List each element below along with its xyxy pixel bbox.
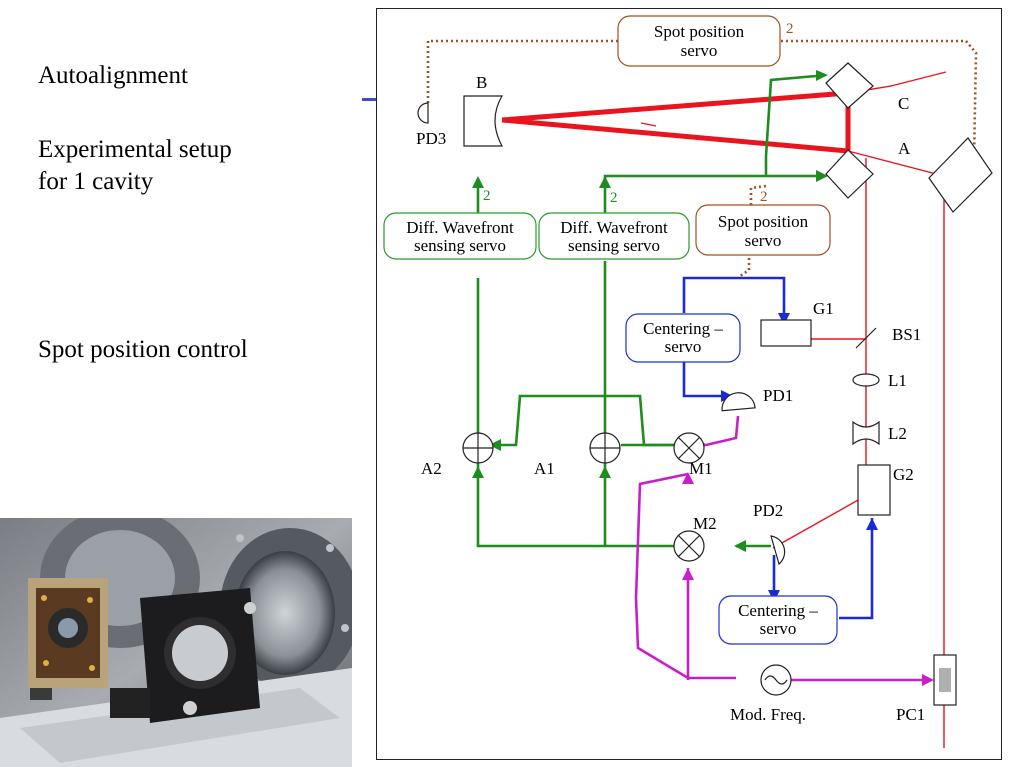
sum-A2 (462, 432, 494, 464)
mirror-C (825, 62, 874, 109)
centering-servo-2-box (718, 595, 838, 645)
mixer-M2 (673, 530, 705, 562)
mirror-right (928, 137, 993, 213)
dws2-line2: sensing servo (568, 236, 660, 255)
summing-junctions (462, 432, 792, 696)
hardware-photo (0, 518, 352, 767)
label-A2: A2 (421, 459, 442, 478)
label-A1: A1 (534, 459, 555, 478)
center2-line2: servo (760, 619, 797, 638)
spot-position-servo-mid-box (695, 204, 831, 256)
spot-position-servo-top-box (617, 15, 781, 67)
label-C: C (898, 94, 909, 113)
beamsplitter-BS1 (855, 327, 877, 349)
label-PD1: PD1 (763, 386, 793, 405)
label-PD3: PD3 (416, 129, 446, 148)
dws2-line1: Diff. Wavefront (560, 218, 668, 237)
label-B: B (476, 73, 487, 92)
lens-L2 (852, 420, 880, 446)
spot-top-line1: Spot position (654, 22, 745, 41)
mirror-A (825, 149, 874, 199)
number-top: 2 (786, 21, 794, 37)
label-L2: L2 (888, 424, 907, 443)
dws-servo-1-box (383, 212, 537, 260)
label-M2: M2 (693, 514, 717, 533)
label-G1: G1 (813, 299, 834, 318)
brown-dotted-paths (426, 39, 978, 278)
label-G2: G2 (893, 465, 914, 484)
label-mod-freq: Mod. Freq. (730, 705, 806, 724)
photodiode-PD3 (417, 102, 429, 124)
label-M1: M1 (689, 459, 713, 478)
photodiode-PD2 (770, 535, 786, 566)
number-dws2: 2 (610, 190, 618, 206)
oscillator-mod-freq (760, 664, 792, 696)
mirror-B (463, 95, 504, 147)
galvo-G2 (857, 464, 891, 516)
center2-line1: Centering – (738, 601, 818, 620)
spot-top-line2: servo (681, 41, 718, 60)
green-signal-paths (476, 74, 817, 548)
experimental-setup-text: Experimental setup for 1 cavity (38, 136, 232, 195)
dws1-line2: sensing servo (414, 236, 506, 255)
spot-mid-line1: Spot position (718, 212, 809, 231)
autoalignment-title: Autoalignment (38, 62, 188, 89)
center1-line2: servo (665, 337, 702, 356)
center1-line1: Centering – (643, 319, 723, 338)
lens-L1 (852, 373, 880, 387)
label-PC1: PC1 (896, 705, 925, 724)
mixer-M1 (673, 432, 705, 464)
magenta-signal-paths (634, 415, 926, 682)
number-spot-mid: 2 (760, 189, 768, 205)
centering-servo-1-box (625, 313, 741, 363)
spot-position-control-text: Spot position control (38, 336, 248, 363)
label-PD2: PD2 (753, 501, 783, 520)
label-A: A (898, 139, 911, 158)
photodiode-PD1 (721, 392, 756, 412)
dws1-line1: Diff. Wavefront (406, 218, 514, 237)
sum-A1 (589, 432, 621, 464)
number-dws1: 2 (483, 188, 491, 204)
blue-dash-mark (362, 98, 376, 101)
galvo-G1 (760, 319, 812, 347)
label-BS1: BS1 (892, 325, 921, 344)
autoalignment-diagram: Spot position servo Diff. Wavefront sens… (376, 8, 1002, 760)
dws-servo-2-box (538, 212, 690, 260)
label-L1: L1 (888, 371, 907, 390)
blue-signal-paths (682, 276, 874, 620)
spot-mid-line2: servo (745, 231, 782, 250)
optical-components (417, 62, 993, 706)
